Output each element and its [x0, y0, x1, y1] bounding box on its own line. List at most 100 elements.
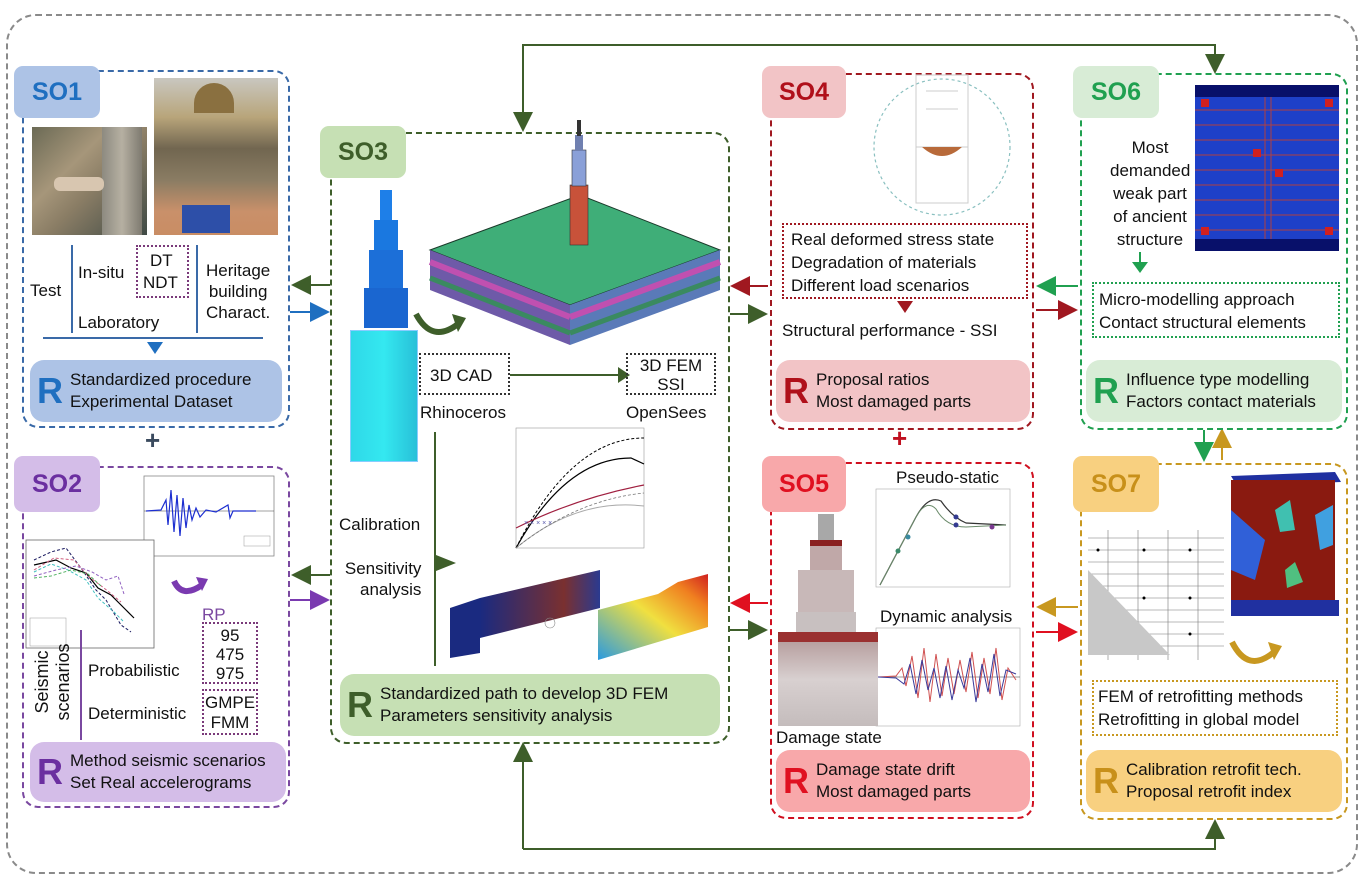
spectra-chart — [25, 539, 155, 649]
so1-dt-label: DT — [150, 251, 173, 270]
connectors — [290, 44, 1232, 850]
so5-panel — [770, 462, 1034, 819]
so2-rp-label: RP — [202, 605, 226, 624]
fem-ssi-model — [428, 120, 722, 345]
rhinoceros-label: Rhinoceros — [420, 403, 506, 422]
dynamic-analysis-chart — [875, 627, 1021, 727]
so2-deterministic-label: Deterministic — [88, 704, 187, 723]
so2-scenarios-label: Seismic scenarios — [32, 643, 73, 721]
so1-laboratory-label: Laboratory — [78, 313, 160, 332]
deformed-detail-image — [873, 74, 1011, 216]
so4-result-line-2: Most damaged parts — [816, 392, 971, 411]
cad-label: 3D CAD — [430, 366, 493, 385]
svg-text:× × × × ×: × × × × × — [524, 520, 552, 527]
fem-label: 3D FEM — [639, 356, 703, 375]
calibration-chart: × × × × × — [515, 427, 645, 549]
so4-condition-item: Degradation of materials — [791, 253, 977, 272]
sensitivity-label: Sensitivity analysis — [344, 559, 422, 599]
so1-divider-1 — [71, 245, 73, 333]
damage-state-label: Damage state — [776, 728, 882, 747]
gmpe-label: GMPE — [204, 693, 256, 712]
so6-modelling-box — [1092, 282, 1340, 338]
so2-panel — [22, 466, 290, 808]
cad-to-fem-line — [510, 374, 622, 376]
so2-result-line-2: Set Real accelerograms — [70, 773, 252, 792]
so3-result-line-1: Standardized path to develop 3D FEM — [380, 684, 669, 703]
so6-modelling-item: Contact structural elements — [1099, 313, 1306, 332]
so1-dt-ndt-box — [136, 245, 189, 298]
so2-result-line-1: Method seismic scenarios — [70, 751, 266, 770]
so3-tag: SO3 — [320, 126, 406, 178]
so1-result-line-1: Standardized procedure — [70, 370, 252, 389]
dynamic-analysis-label: Dynamic analysis — [880, 607, 1013, 626]
so2-gmpe-box: GMPE FMM — [202, 689, 258, 735]
so6-down-arrow-icon — [1132, 262, 1148, 273]
so4-conditions-box — [782, 223, 1028, 299]
so1-insitu-label: In-situ — [78, 263, 125, 282]
so6-arrow-shaft — [1139, 252, 1141, 262]
damage-state-tower-model — [778, 514, 878, 726]
accelerogram-chart — [143, 475, 275, 557]
so4-condition-item: Real deformed stress state — [791, 230, 995, 249]
opensees-label: OpenSees — [626, 403, 707, 422]
so2-probabilistic-label: Probabilistic — [88, 661, 180, 680]
tower-cad-model — [342, 190, 438, 470]
so1-result-box: R Standardized procedure Experimental Da… — [30, 360, 282, 422]
so1-ndt-label: NDT — [143, 273, 178, 292]
so4-result-letter: R — [783, 370, 809, 411]
so5-result-box: R Damage state drift Most damaged parts — [776, 750, 1030, 812]
ssi-label: SSI — [657, 375, 685, 394]
so2-result-box: R Method seismic scenarios Set Real acce… — [30, 742, 286, 802]
so7-retrofit-item: Retrofitting in global model — [1098, 710, 1300, 729]
so2-divider — [80, 630, 82, 740]
so3-panel — [330, 132, 730, 744]
rp-value: 975 — [215, 664, 245, 683]
so3-calibration-divider — [434, 432, 436, 666]
micro-model-wall-image — [1195, 85, 1339, 251]
so7-retrofit-item: FEM of retrofitting methods — [1098, 687, 1304, 706]
so7-retrofit-box — [1092, 680, 1338, 736]
calibration-label: Calibration — [339, 515, 421, 534]
retrofit-wall-drawing — [1088, 530, 1224, 660]
so4-condition-item: Different load scenarios — [791, 276, 970, 295]
heritage-roof-photo — [154, 78, 278, 235]
so7-result-letter: R — [1093, 760, 1119, 801]
so4-down-arrow-icon — [897, 301, 913, 313]
cad-box — [419, 353, 510, 395]
so3-result-letter: R — [347, 684, 373, 725]
so1-base-line — [43, 337, 263, 339]
so4-conditions-list: Real deformed stress state Degradation o… — [791, 228, 994, 297]
so7-tag: SO7 — [1073, 456, 1159, 512]
pseudo-static-label: Pseudo-static — [896, 468, 999, 487]
arcade-fem-model — [450, 570, 600, 658]
rp-value: 95 — [220, 626, 240, 645]
curved-arrow-icon — [171, 577, 208, 594]
so7-result-line-1: Calibration retrofit tech. — [1126, 760, 1302, 779]
so1-panel — [22, 70, 290, 428]
so2-rp-box: 95 475 975 — [202, 622, 258, 684]
so4-panel — [770, 73, 1034, 430]
retrofit-fem-model — [1231, 472, 1341, 616]
so6-modelling-item: Micro-modelling approach — [1099, 290, 1295, 309]
so6-result-box: R Influence type modelling Factors conta… — [1086, 360, 1342, 422]
so1-heritage-label: Heritage building Charact. — [206, 261, 271, 322]
rp-value: 475 — [215, 645, 245, 664]
so6-result-line-1: Influence type modelling — [1126, 370, 1310, 389]
so7-curved-arrow-icon — [1229, 640, 1282, 664]
so1-result-line-2: Experimental Dataset — [70, 392, 233, 411]
so1-so2-plus-icon: + — [145, 425, 161, 455]
fem-box: 3D FEM SSI — [626, 353, 716, 395]
so3-curved-arrow-icon — [413, 312, 466, 335]
so6-result-letter: R — [1093, 370, 1119, 411]
pseudo-static-chart — [875, 488, 1011, 588]
so2-result-letter: R — [37, 751, 63, 792]
so2-tag: SO2 — [14, 456, 100, 512]
so4-result-line-1: Proposal ratios — [816, 370, 930, 389]
so6-tag: SO6 — [1073, 66, 1159, 118]
so4-performance-label: Structural performance - SSI — [782, 321, 998, 340]
field-test-photo — [32, 127, 147, 235]
so4-so5-plus-icon: + — [892, 423, 908, 453]
so3-result-line-2: Parameters sensitivity analysis — [380, 706, 613, 725]
loop-bottom — [523, 819, 1225, 850]
so5-result-line-1: Damage state drift — [816, 760, 955, 779]
